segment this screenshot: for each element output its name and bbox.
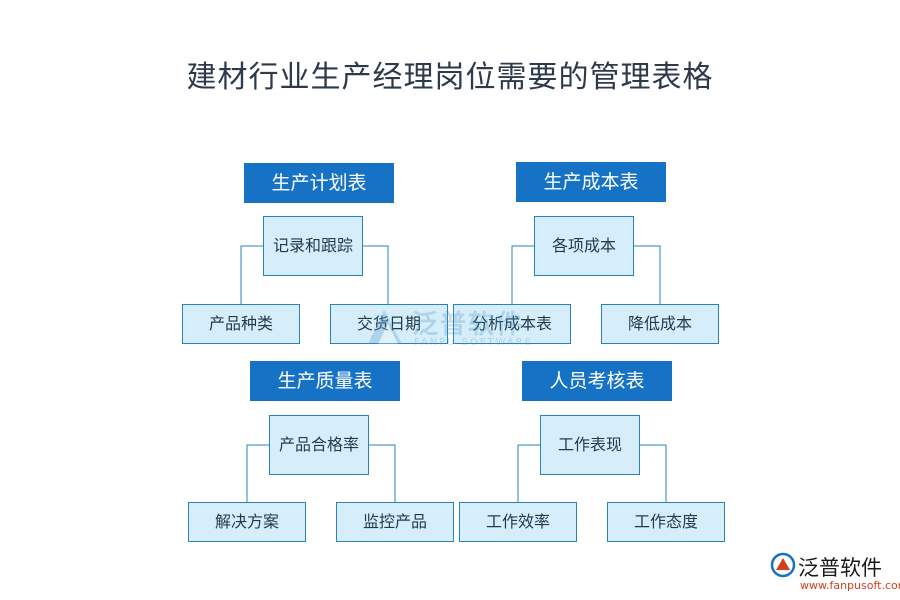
- connector-line: [246, 444, 269, 502]
- connector-line: [369, 444, 396, 502]
- node-cost-reduction: 降低成本: [601, 304, 719, 344]
- connector-line: [634, 245, 661, 304]
- node-cost-items: 各项成本: [534, 216, 634, 276]
- node-cost-analysis: 分析成本表: [453, 304, 571, 344]
- node-work-efficiency: 工作效率: [459, 502, 577, 542]
- connector-line: [240, 245, 263, 304]
- node-work-performance: 工作表现: [540, 415, 640, 475]
- page-title: 建材行业生产经理岗位需要的管理表格: [186, 60, 714, 95]
- node-solution: 解决方案: [188, 502, 306, 542]
- header-production-plan: 生产计划表: [244, 163, 394, 203]
- connector-line: [640, 444, 667, 502]
- connector-line: [517, 444, 540, 502]
- node-delivery-date: 交货日期: [330, 304, 448, 344]
- node-record-tracking: 记录和跟踪: [263, 216, 363, 276]
- brand-name: 泛普软件: [798, 556, 882, 580]
- brand-url: www.fanpusoft.com: [800, 579, 900, 592]
- connector-line: [511, 245, 534, 304]
- node-monitor-product: 监控产品: [336, 502, 454, 542]
- header-staff-assessment: 人员考核表: [522, 361, 672, 401]
- node-product-type: 产品种类: [182, 304, 300, 344]
- header-production-quality: 生产质量表: [250, 361, 400, 401]
- header-production-cost: 生产成本表: [516, 162, 666, 202]
- node-work-attitude: 工作态度: [607, 502, 725, 542]
- connector-line: [363, 245, 389, 304]
- brand-logo-icon: [770, 552, 796, 578]
- node-pass-rate: 产品合格率: [269, 415, 369, 475]
